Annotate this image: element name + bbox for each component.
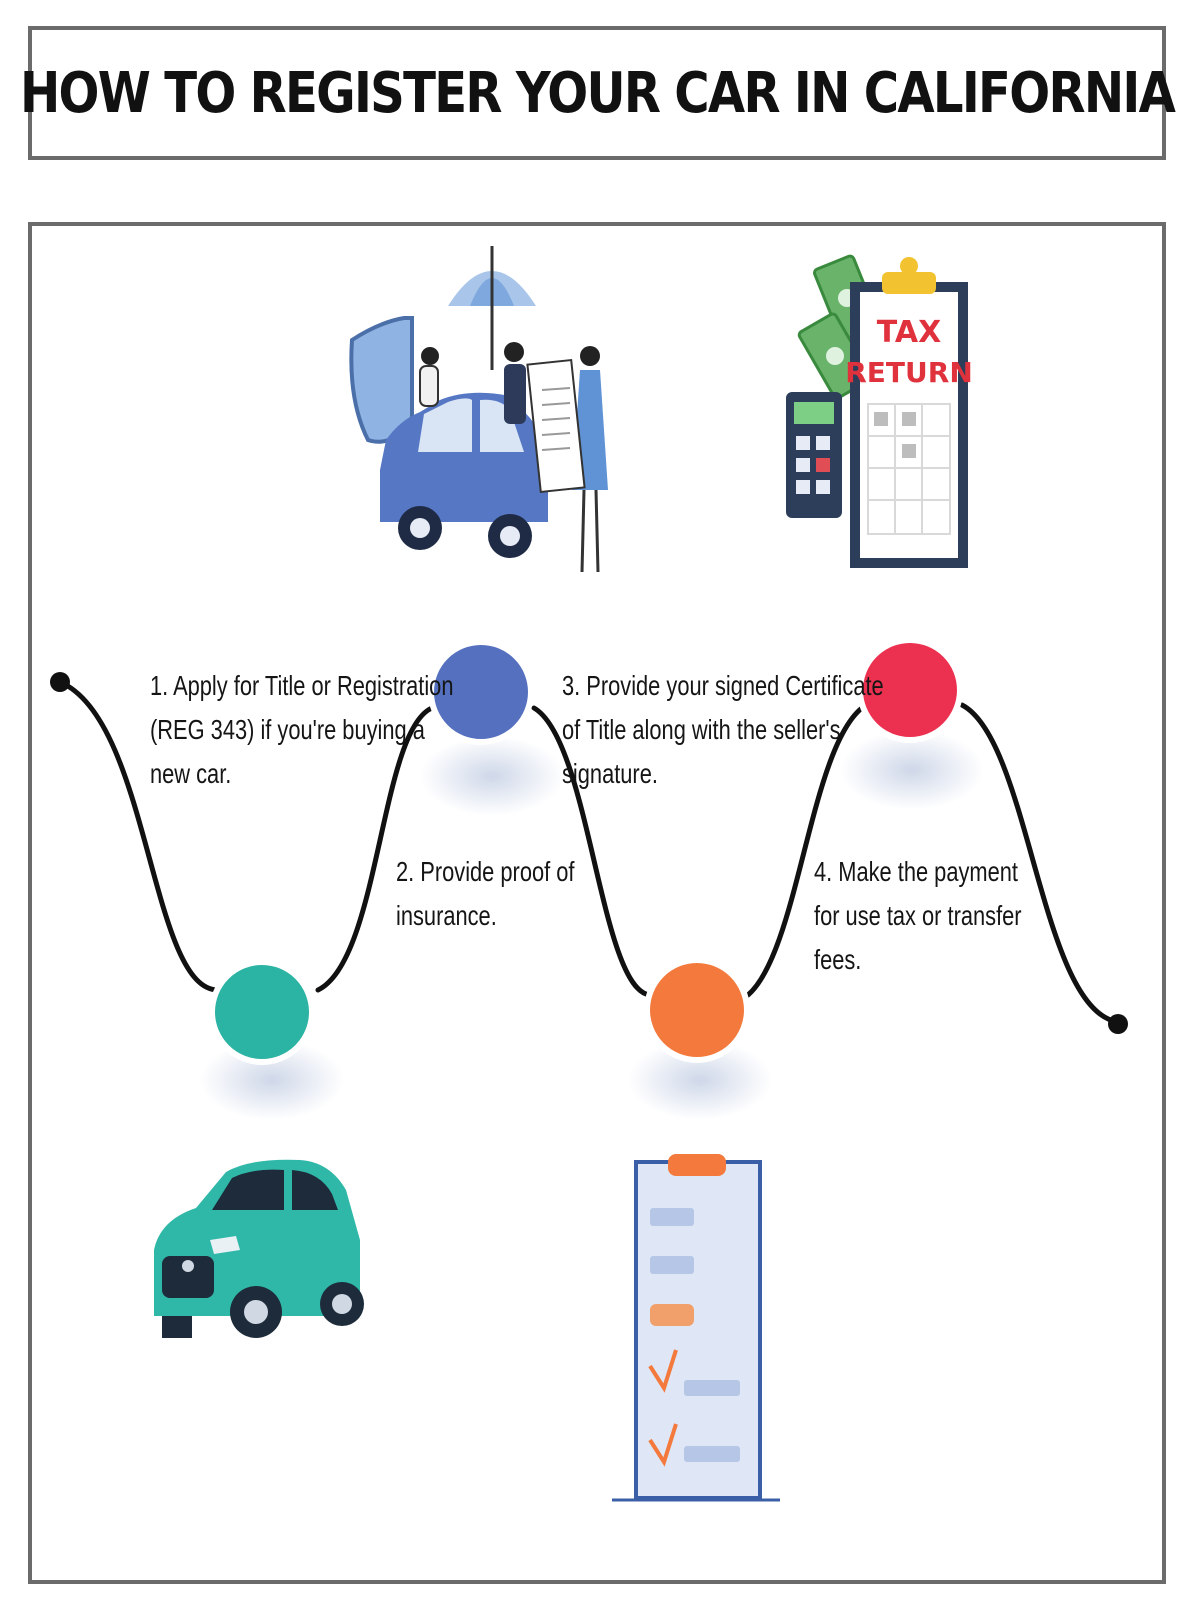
step-1-circle <box>209 959 315 1065</box>
step-2-circle <box>428 639 534 745</box>
title-box: HOW TO REGISTER YOUR CAR IN CALIFORNIA <box>20 26 1176 160</box>
timeline-start-dot <box>50 672 70 692</box>
step-4-circle <box>857 637 963 743</box>
page-title: HOW TO REGISTER YOUR CAR IN CALIFORNIA <box>19 60 1176 126</box>
step-4-text: 4. Make the payment for use tax or trans… <box>814 856 1022 975</box>
car-icon <box>154 1159 364 1338</box>
step-1-text: 1. Apply for Title or Registration (REG … <box>150 670 454 789</box>
checklist-icon <box>612 1154 780 1502</box>
insurance-illustration-icon <box>349 246 608 573</box>
tax-label: TAX <box>877 315 941 350</box>
return-label: RETURN <box>845 356 973 389</box>
timeline-end-dot <box>1108 1014 1128 1034</box>
timeline-path <box>57 679 1121 1025</box>
step-3-text: 3. Provide your signed Certificate of Ti… <box>562 670 884 789</box>
tax-return-icon: TAX RETURN <box>786 254 973 568</box>
step-3-circle <box>644 957 750 1063</box>
step-2-text: 2. Provide proof of insurance. <box>396 856 575 931</box>
